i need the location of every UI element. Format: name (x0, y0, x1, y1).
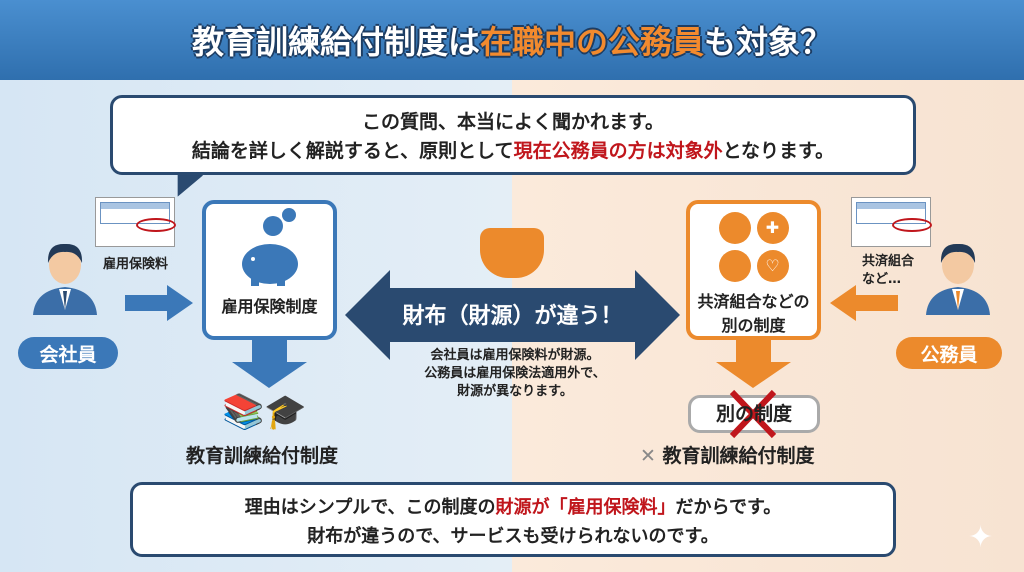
conclusion-line: 財布が違うので、サービスも受けられないのです。 (307, 526, 719, 547)
arrow-down-icon (716, 340, 791, 388)
company-employee-label: 会社員 (18, 337, 118, 369)
speech-bubble: この質問、本当によく聞かれます。 結論を詳しく解説すると、原則として現在公務員の… (110, 95, 916, 175)
employment-insurance-box: 雇用保険制度 (202, 200, 337, 340)
arrow-down-icon (232, 340, 307, 388)
red-cross-icon (729, 389, 777, 439)
office-worker-icon (33, 243, 97, 315)
title-part: 教育訓練給付制度は (191, 23, 480, 61)
system-label: 別の制度 (721, 316, 786, 335)
public-servant-icon (926, 243, 990, 315)
conclusion-box: 理由はシンプルで、この制度の財源が「雇用保険料」だからです。 財布が違うので、サ… (130, 482, 896, 557)
crossed-system-label: 別の制度 (715, 403, 792, 425)
system-label: 雇用保険制度 (221, 297, 318, 316)
books-graduation-icon: 📚🎓 (222, 392, 307, 432)
nurse-icon (718, 212, 751, 244)
doc-caption: 共済組合など… (862, 254, 915, 287)
page-title: 教育訓練給付制度は在職中の公務員も対象？ (192, 17, 832, 63)
arrow-right-icon (125, 285, 193, 321)
public-servant-label: 公務員 (896, 337, 1002, 369)
coin-purse-icon (480, 228, 544, 278)
heartbeat-icon: ♡ (756, 250, 789, 282)
bubble-line: 結論を詳しく解説すると、原則として現在公務員の方は対象外となります。 (191, 140, 835, 162)
note-line: 公務員は雇用保険法適用外で、 (424, 366, 606, 381)
sparkle-icon: ✦ (968, 520, 994, 555)
doctor-icon (718, 250, 751, 282)
title-part: も対象？ (704, 23, 833, 61)
payslip-document-icon (851, 197, 932, 247)
arrow-left-icon (830, 285, 898, 321)
payslip-document-icon (95, 197, 176, 247)
medical-kit-icon: ✚ (756, 212, 789, 244)
different-wallet-label: 財布（財源）が違う！ (402, 304, 623, 329)
piggy-bank-icon (241, 208, 298, 286)
mutual-aid-box: ✚ ♡ 共済組合などの 別の制度 (686, 200, 821, 340)
education-benefit-label: 教育訓練給付制度 (186, 445, 339, 467)
center-note: 会社員は雇用保険料が財源。 公務員は雇用保険法適用外で、 財源が異なります。 (380, 347, 650, 401)
title-bar: 教育訓練給付制度は在職中の公務員も対象？ (0, 0, 1024, 80)
other-system-box: 別の制度 (688, 389, 820, 439)
double-arrow (345, 270, 680, 360)
conclusion-line: 理由はシンプルで、この制度の財源が「雇用保険料」だからです。 (244, 497, 782, 518)
note-line: 財源が異なります。 (457, 384, 573, 399)
system-label: 共済組合などの (697, 292, 810, 311)
not-eligible-label: ✕ 教育訓練給付制度 (640, 445, 815, 467)
bubble-line: この質問、本当によく聞かれます。 (361, 111, 665, 133)
title-highlight: 在職中の公務員 (479, 23, 704, 61)
note-line: 会社員は雇用保険料が財源。 (430, 348, 600, 363)
doc-caption: 雇用保険料 (103, 257, 169, 272)
mutual-aid-icons: ✚ ♡ (690, 212, 817, 282)
